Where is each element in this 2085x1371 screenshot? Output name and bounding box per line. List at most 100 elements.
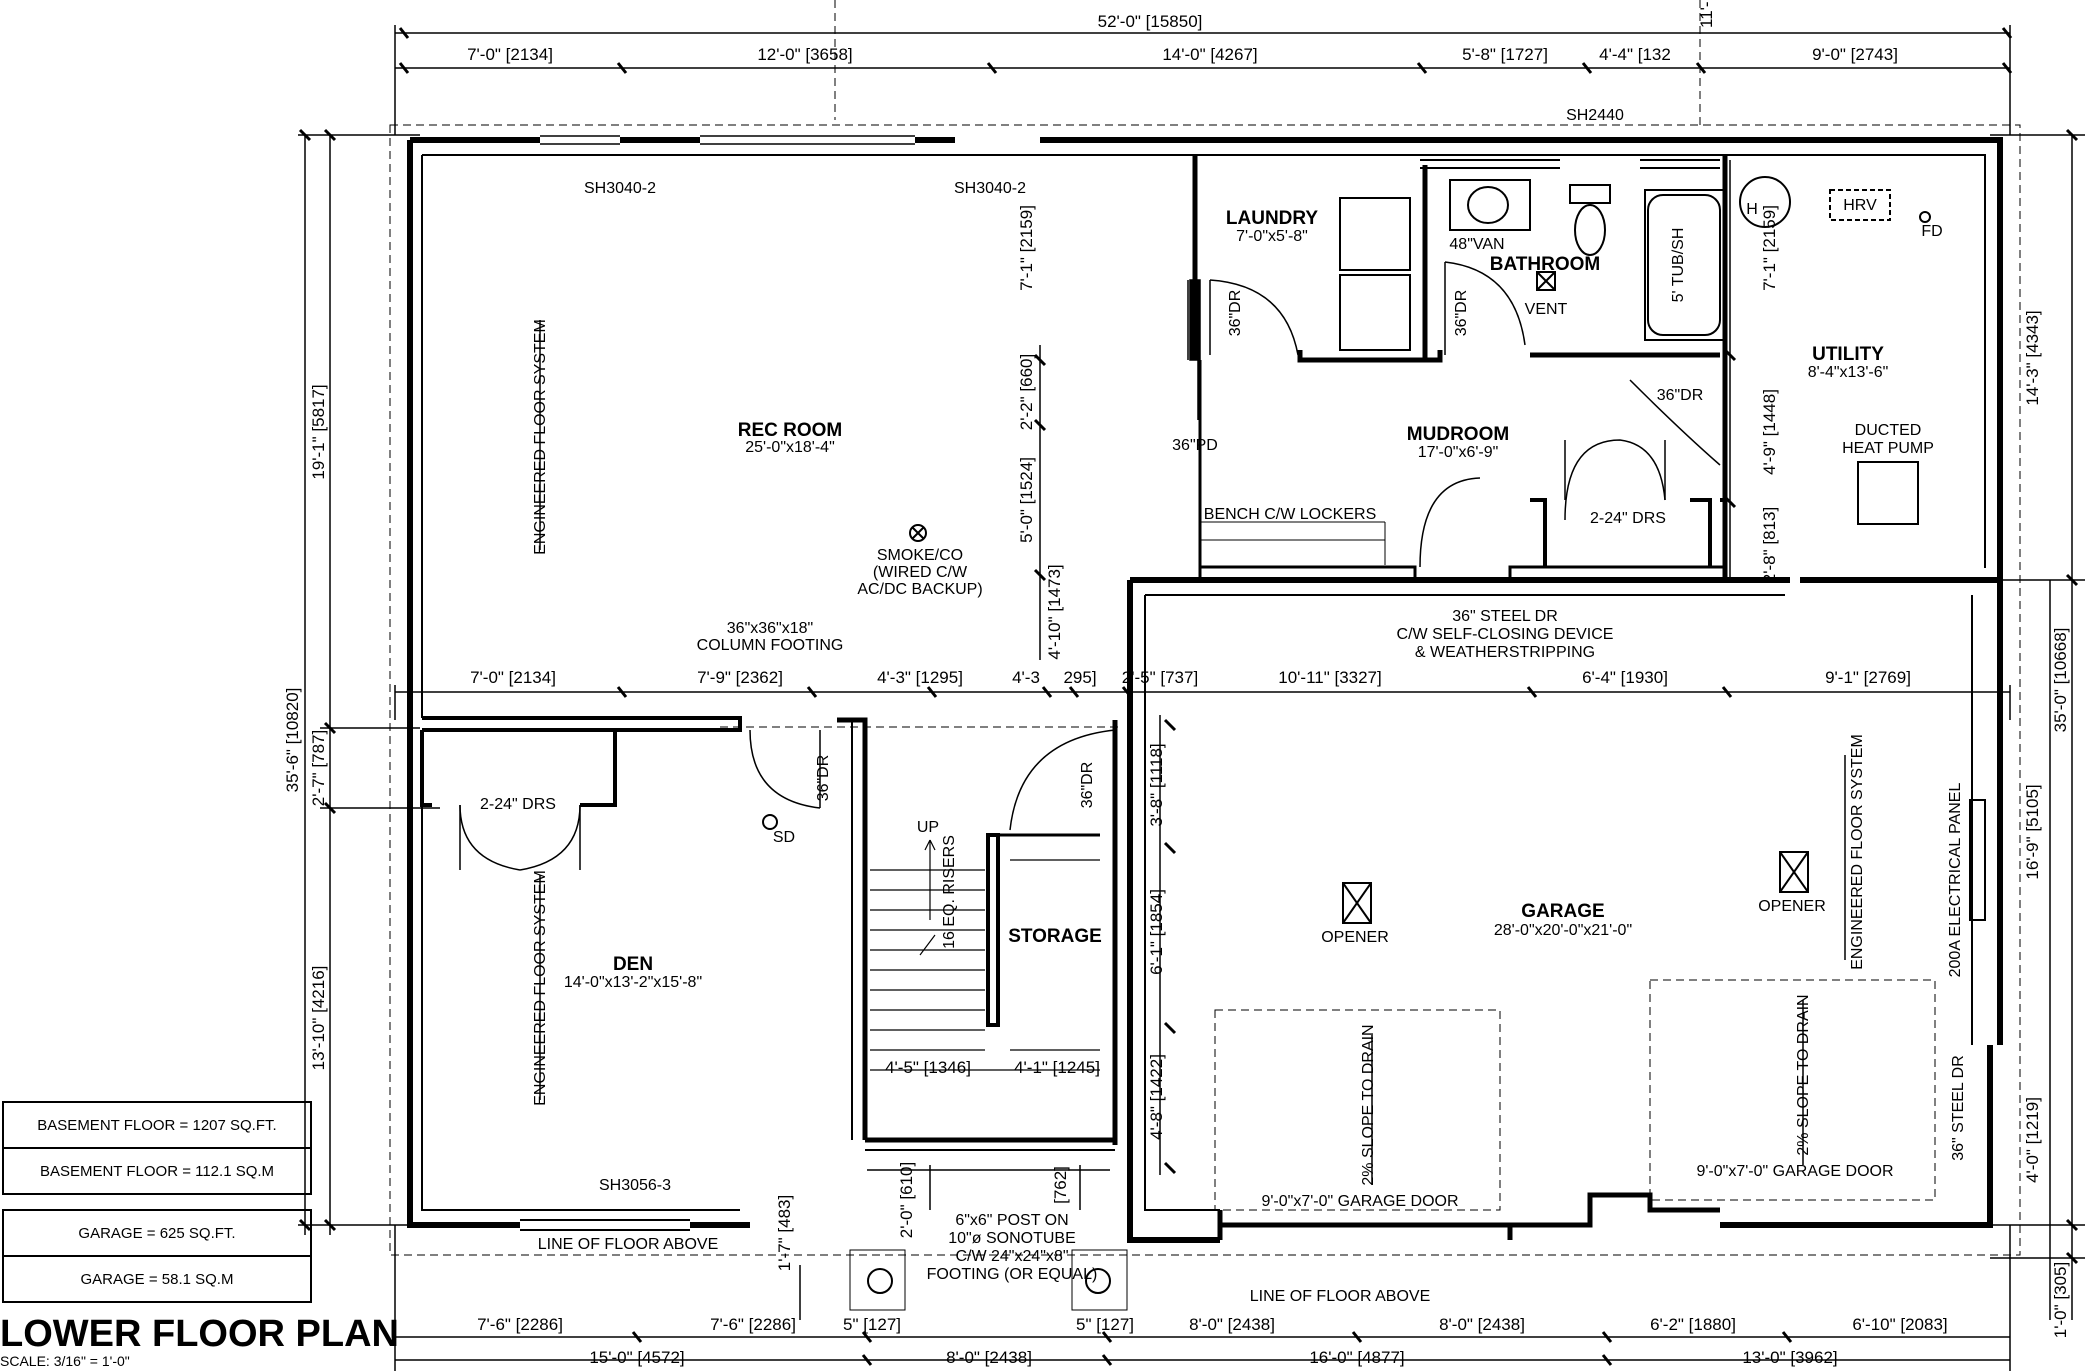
dim-right-overall: 35'-0" [10668] [2051, 628, 2070, 733]
door-utility: 36"DR [1657, 387, 1704, 404]
vanity-label: 48"VAN [1449, 236, 1504, 253]
dim-int-2: 2'-2" [660] [1017, 354, 1036, 430]
dim-mid-6: 2'-5" [737] [1122, 668, 1198, 687]
door-closet-den: 2-24" DRS [480, 796, 556, 813]
dims-right: 14'-3" [4343] 35'-0" [10668] 16'-9" [510… [2023, 310, 2070, 1338]
dim-bottom-a6: 8'-0" [2438] [1439, 1315, 1525, 1334]
dim-bottom-a1: 7'-6" [2286] [477, 1315, 563, 1334]
dim-int-9: 6'-1" [1854] [1147, 889, 1166, 975]
room-rec-room-size: 25'-0"x18'-4" [745, 439, 835, 456]
smoke-note-1: SMOKE/CO [877, 547, 963, 564]
dim-int-5: 7'-1" [2159] [1760, 205, 1779, 291]
dim-bottom-a3: 5" [127] [843, 1315, 901, 1334]
tub-label: 5' TUB/SH [1670, 228, 1687, 303]
floor-system-garage: ENGINEERED FLOOR SYSTEM [1849, 734, 1866, 970]
stair-treads [870, 839, 1100, 1071]
door-pocket: 36"PD [1172, 437, 1218, 454]
room-mudroom-size: 17'-0"x6'-9" [1418, 444, 1499, 461]
drawing-title: LOWER FLOOR PLAN [0, 1313, 399, 1355]
dim-right-1: 14'-3" [4343] [2023, 310, 2042, 405]
slope-note-1: 2% SLOPE TO DRAIN [1360, 1024, 1377, 1185]
floor-above-lines [389, 0, 2021, 1256]
dim-right-4: 1'-0" [305] [2051, 1262, 2070, 1338]
column-note-1: 36"x36"x18" [727, 620, 813, 637]
line-above-left: LINE OF FLOOR ABOVE [538, 1236, 719, 1253]
door-closet-mudroom: 2-24" DRS [1590, 510, 1666, 527]
floor-system-den: ENGINEERED FLOOR SYSTEM [532, 870, 549, 1106]
bench-label: BENCH C/W LOCKERS [1204, 506, 1376, 523]
dim-bottom-a8: 6'-10" [2083] [1852, 1315, 1947, 1334]
legend-basement-sqft: BASEMENT FLOOR = 1207 SQ.FT. [37, 1117, 276, 1134]
room-den-size: 14'-0"x13'-2"x15'-8" [564, 974, 702, 991]
notes: SMOKE/CO (WIRED C/W AC/DC BACKUP) 36"x36… [532, 319, 1894, 1305]
dimension-ticks [298, 27, 2079, 1366]
legend-basement-sqm: BASEMENT FLOOR = 112.1 SQ.M [40, 1163, 274, 1180]
dim-mid-7: 10'-11" [3327] [1278, 668, 1382, 687]
garage-door-1-label: 9'-0"x7'-0" GARAGE DOOR [1261, 1193, 1458, 1210]
dim-mid-1: 7'-0" [2134] [470, 668, 556, 687]
dim-left-1: 19'-1" [5817] [309, 384, 328, 479]
dim-mid-5: 295] [1063, 668, 1096, 687]
dim-top-5: 4'-4" [132 [1599, 45, 1671, 64]
electrical-panel-label: 200A ELECTRICAL PANEL [1947, 783, 1964, 978]
legend-garage-sqft: GARAGE = 625 SQ.FT. [78, 1225, 235, 1242]
dim-top-4: 5'-8" [1727] [1462, 45, 1548, 64]
door-labels: 36"DR 36"DR 36"PD 36"DR 2-24" DRS 2-24" … [480, 290, 1967, 1161]
dim-int-12: 4'-1" [1245] [1014, 1058, 1100, 1077]
window-label-2: SH3040-2 [954, 180, 1026, 197]
dim-top-3: 14'-0" [4267] [1162, 45, 1257, 64]
opener-label-2: OPENER [1758, 898, 1826, 915]
door-bathroom: 36"DR [1453, 290, 1470, 337]
dim-left-3: 13'-10" [4216] [309, 966, 328, 1071]
dim-bottom-a5: 8'-0" [2438] [1189, 1315, 1275, 1334]
post-note-2: 10"ø SONOTUBE [948, 1230, 1075, 1247]
dim-right-2: 16'-9" [5105] [2023, 784, 2042, 879]
door-laundry: 36"DR [1227, 290, 1244, 337]
floor-system-rec: ENGINEERED FLOOR SYSTEM [532, 319, 549, 555]
dim-mid-2: 7'-9" [2362] [697, 668, 783, 687]
door-garage-side: 36" STEEL DR [1950, 1055, 1967, 1161]
dims-mid: 7'-0" [2134] 7'-9" [2362] 4'-3" [1295] 4… [470, 668, 1911, 687]
garage-outline [1160, 799, 1986, 1241]
dim-int-6: 4'-9" [1448] [1760, 389, 1779, 475]
dim-bottom-b3: 16'-0" [4877] [1309, 1348, 1404, 1367]
room-bathroom-name: BATHROOM [1490, 254, 1600, 275]
smoke-note-3: AC/DC BACKUP) [857, 581, 982, 598]
fixtures [762, 176, 1931, 1311]
legend-garage-sqm: GARAGE = 58.1 SQ.M [81, 1271, 234, 1288]
dim-left-overall: 35'-6" [10820] [283, 688, 302, 793]
dim-right-3: 4'-0" [1219] [2023, 1097, 2042, 1183]
line-above-right: LINE OF FLOOR ABOVE [1250, 1288, 1431, 1305]
door-swings [459, 261, 1721, 871]
dim-int-1: 7'-1" [2159] [1017, 205, 1036, 291]
smoke-note-2: (WIRED C/W [873, 564, 968, 581]
dim-top-7: 11'- [1697, 1, 1716, 28]
dim-bottom-a4: 5" [127] [1076, 1315, 1134, 1334]
window-label-3: SH2440 [1566, 107, 1624, 124]
dim-int-13: 2'-0" [610] [897, 1162, 916, 1238]
room-mudroom-name: MUDROOM [1407, 424, 1509, 445]
room-garage-name: GARAGE [1521, 901, 1604, 922]
door-den: 36"DR [815, 755, 832, 802]
dim-int-14: [762] [1051, 1166, 1070, 1204]
dim-bottom-b1: 15'-0" [4572] [589, 1348, 684, 1367]
vent-label: VENT [1525, 301, 1568, 318]
dims-left: 35'-6" [10820] 19'-1" [5817] 2'-7" [787]… [283, 384, 328, 1070]
post-note-3: C/W 24"x24"x8" [955, 1248, 1068, 1265]
area-legend: BASEMENT FLOOR = 1207 SQ.FT. BASEMENT FL… [2, 1101, 312, 1303]
room-garage-size: 28'-0"x20'-0"x21'-0" [1494, 922, 1632, 939]
dim-overall-top: 52'-0" [15850] [1098, 12, 1203, 31]
dim-int-3: 5'-0" [1524] [1017, 457, 1036, 543]
stairs-up-label: UP [917, 819, 939, 836]
risers-label: 16 EQ. RISERS [941, 835, 958, 949]
dim-top-6: 9'-0" [2743] [1812, 45, 1898, 64]
smoke-detector-label: SD [773, 829, 795, 846]
room-den-name: DEN [613, 954, 653, 975]
steel-door-note-2: C/W SELF-CLOSING DEVICE [1397, 626, 1614, 643]
dim-mid-9: 9'-1" [2769] [1825, 668, 1911, 687]
dim-int-7: 2'-8" [813] [1760, 507, 1779, 583]
room-laundry-name: LAUNDRY [1226, 208, 1319, 229]
slope-note-2: 2% SLOPE TO DRAIN [1795, 994, 1812, 1155]
dim-left-2: 2'-7" [787] [309, 730, 328, 806]
post-note-4: FOOTING (OR EQUAL) [927, 1266, 1098, 1283]
